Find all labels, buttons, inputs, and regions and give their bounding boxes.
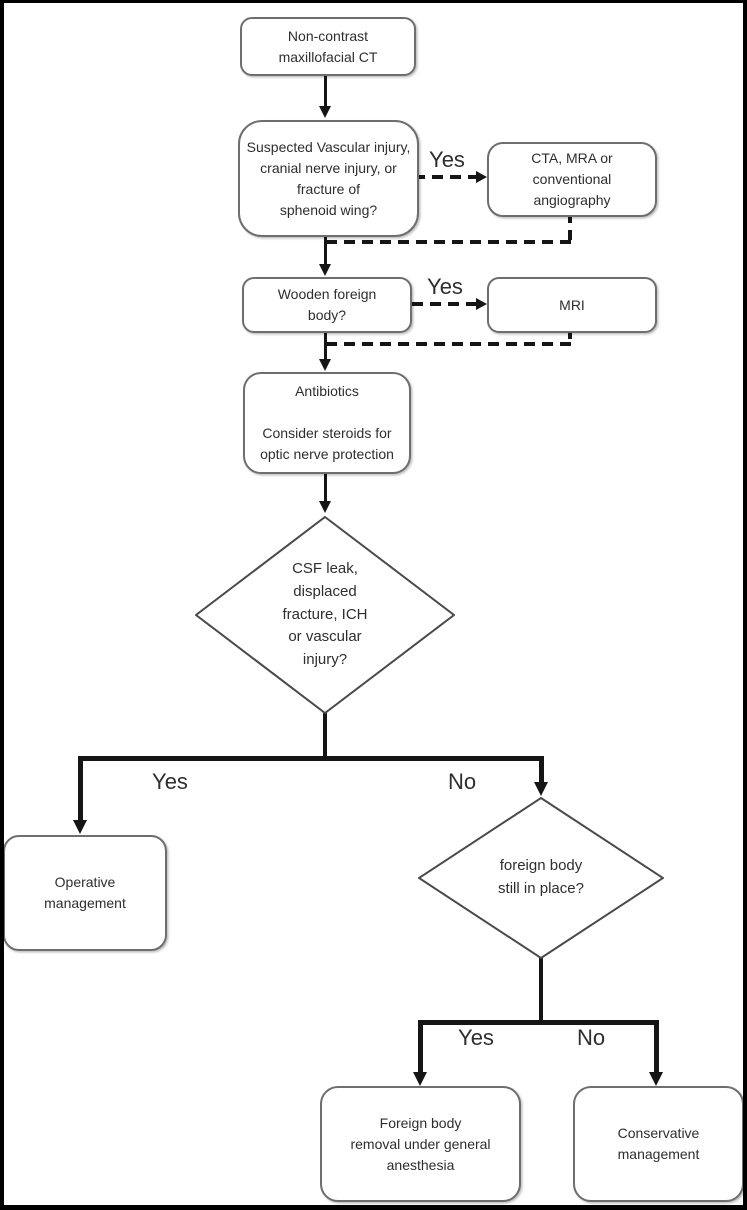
edge-label-fb-no: No <box>576 1025 606 1050</box>
arrowhead-down-icon <box>319 501 331 513</box>
node-wooden-foreign-body: Wooden foreign body? <box>242 277 412 333</box>
arrowhead-right-icon <box>476 171 487 183</box>
line-decision1-yes-drop <box>78 756 83 820</box>
arrowhead-down-icon <box>534 782 548 796</box>
arrowhead-down-icon <box>319 106 331 118</box>
dashed-return-mri-horizontal <box>326 342 572 346</box>
decision-fb-in-place-shape <box>418 797 664 959</box>
arrowhead-down-icon <box>73 820 87 834</box>
arrow-antibiotics-to-decision <box>324 470 327 502</box>
node-mri: MRI <box>487 277 657 333</box>
arrowhead-down-icon <box>319 264 331 276</box>
decision-csf-leak-label: CSF leak, displaced fracture, ICH or vas… <box>282 560 368 669</box>
arrow-suspected-to-wooden <box>324 233 327 265</box>
arrowhead-down-icon <box>413 1072 427 1086</box>
arrow-ct-to-suspected <box>324 72 327 107</box>
edge-label-csf-yes: Yes <box>152 769 188 794</box>
edge-label-wooden-yes: Yes <box>427 274 463 299</box>
line-decision2-yes-drop <box>418 1020 423 1072</box>
decision-fb-in-place-label: foreign body still in place? <box>498 857 584 897</box>
arrow-wooden-to-antibiotics <box>324 329 327 360</box>
node-cta-mra-angiography: CTA, MRA or conventional angiography <box>487 142 657 217</box>
line-decision2-no-drop <box>654 1020 659 1072</box>
decision-csf-leak-shape <box>195 516 455 714</box>
arrowhead-right-icon <box>476 298 487 310</box>
edge-label-csf-no: No <box>447 769 477 794</box>
line-decision1-no-drop <box>539 756 544 782</box>
dashed-return-mri-vertical <box>568 329 572 344</box>
node-suspected-vascular-injury: Suspected Vascular injury, cranial nerve… <box>238 120 419 237</box>
dashed-return-cta-vertical <box>568 213 572 242</box>
node-antibiotics-steroids: Antibiotics Consider steroids for optic … <box>243 372 411 474</box>
dashed-return-cta-horizontal <box>326 240 572 244</box>
line-decision1-branch <box>78 756 544 761</box>
edge-label-suspected-yes: Yes <box>429 147 465 172</box>
line-decision2-branch <box>418 1020 659 1025</box>
node-noncontrast-ct: Non-contrast maxillofacial CT <box>240 17 416 76</box>
line-decision2-stem <box>539 958 543 1022</box>
arrowhead-down-icon <box>319 359 331 371</box>
edge-label-fb-yes: Yes <box>458 1025 494 1050</box>
node-conservative-management: Conservative management <box>573 1086 744 1202</box>
dashed-arrow-suspected-yes <box>414 175 476 179</box>
node-foreign-body-removal: Foreign body removal under general anest… <box>320 1086 521 1202</box>
arrowhead-down-icon <box>649 1072 663 1086</box>
line-decision1-stem <box>323 712 327 758</box>
node-operative-management: Operative management <box>3 835 167 951</box>
dashed-arrow-wooden-yes <box>412 302 476 306</box>
